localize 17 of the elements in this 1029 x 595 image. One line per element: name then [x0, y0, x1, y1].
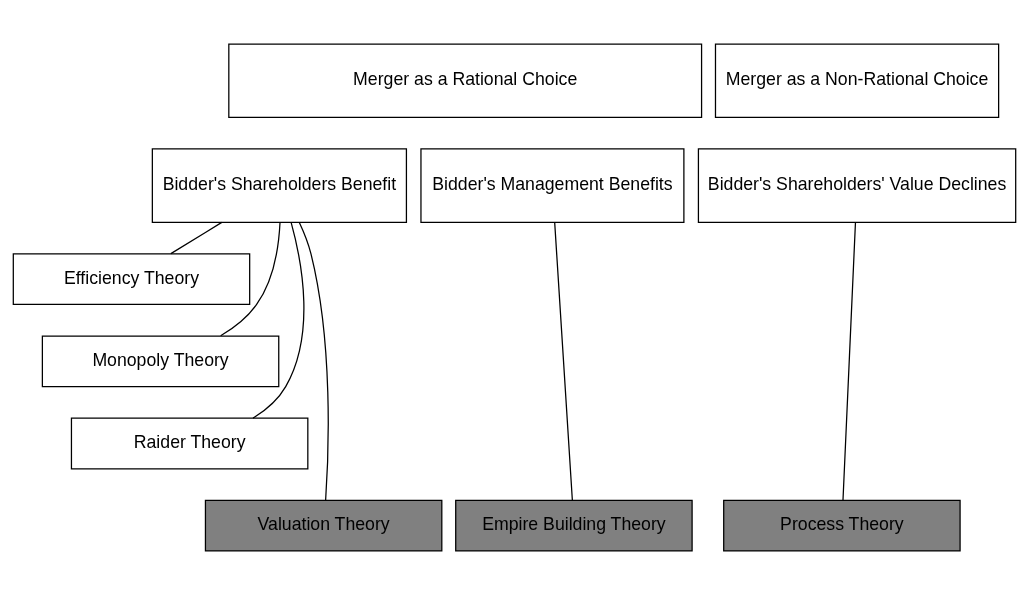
- node-box: Process Theory: [723, 499, 961, 552]
- node-box: Bidder's Shareholders' Value Declines: [697, 148, 1017, 223]
- connector: [170, 221, 223, 255]
- node-box: Valuation Theory: [204, 499, 443, 552]
- node-box: Merger as a Non-Rational Choice: [714, 43, 1000, 118]
- connector: [842, 221, 857, 501]
- connector: [252, 221, 305, 419]
- node-box: Bidder's Management Benefits: [420, 148, 685, 223]
- node-box: Merger as a Rational Choice: [228, 43, 703, 118]
- node-box: Raider Theory: [70, 417, 309, 470]
- node-box: Bidder's Shareholders Benefit: [151, 148, 408, 223]
- node-box: Empire Building Theory: [455, 499, 693, 552]
- node-box: Monopoly Theory: [41, 335, 280, 388]
- connector: [298, 221, 329, 501]
- connector: [554, 221, 573, 501]
- connector: [220, 221, 281, 337]
- node-box: Efficiency Theory: [12, 253, 251, 306]
